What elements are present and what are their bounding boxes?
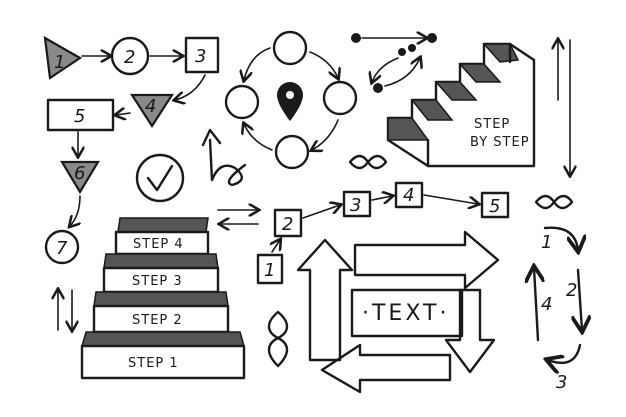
- dot-icon: [373, 83, 383, 93]
- checkmark-icon: [146, 164, 174, 192]
- arrow-icon: [578, 268, 582, 330]
- step-3-top: [103, 253, 219, 269]
- check-circle: [135, 153, 185, 203]
- circle-node-7: [44, 229, 80, 265]
- flow-node-4: [394, 181, 424, 209]
- flow-node-label-3: 3: [350, 195, 361, 216]
- arrow-icon: [175, 74, 206, 100]
- node-label-3: 3: [195, 46, 206, 67]
- triangle-node-1: [43, 35, 83, 80]
- flow-node-2: [273, 208, 303, 238]
- frame-arrow-top: [353, 230, 500, 290]
- node-label-2: 2: [124, 47, 135, 68]
- curved-arrow-icon: [543, 226, 578, 250]
- step-1: [80, 344, 246, 380]
- cycle-node-left: [224, 84, 260, 120]
- cycle-label-3: 3: [556, 372, 567, 393]
- cycle-circles: [224, 30, 358, 170]
- step-4-top: [117, 217, 209, 233]
- circle-node-2: [110, 36, 150, 76]
- cycle-right: 1 2 3 4: [534, 226, 582, 393]
- cycle-node-bottom: [274, 134, 310, 170]
- step-1-label: STEP 1: [128, 356, 179, 371]
- arrow-icon: [372, 57, 399, 82]
- node-label-4: 4: [145, 96, 156, 117]
- frame-arrow-right: [444, 288, 496, 374]
- arrow-icon: [309, 51, 338, 78]
- step-4-label: STEP 4: [133, 237, 184, 252]
- dot-icon: [427, 33, 437, 43]
- text-box: [350, 288, 464, 338]
- figure-eight-icon: [267, 310, 289, 368]
- flow-node-label-4: 4: [403, 185, 414, 206]
- stairs-3d: STEP BY STEP: [386, 42, 536, 168]
- curl-arrow-icon: [208, 138, 247, 187]
- node-label-7: 7: [56, 238, 68, 259]
- flow-node-1: [256, 253, 284, 285]
- node-label-5: 5: [74, 106, 85, 127]
- arrow-icon: [272, 240, 280, 253]
- stairs-label-step: STEP: [474, 117, 510, 132]
- step-3-label: STEP 3: [132, 274, 183, 289]
- dot-arrows: [351, 33, 437, 93]
- flow-node-5: [480, 191, 510, 219]
- arrow-icon: [371, 196, 392, 200]
- flow-node-label-2: 2: [282, 214, 293, 235]
- flow-node-3: [342, 190, 372, 218]
- flow-node-label-5: 5: [489, 196, 500, 217]
- arrow-icon: [302, 205, 340, 219]
- flow-node-label-1: 1: [264, 260, 275, 281]
- text-box-label: ·TEXT·: [362, 301, 449, 326]
- dot-icon: [351, 33, 361, 43]
- cycle-label-1: 1: [541, 232, 552, 253]
- frame-arrow-left: [296, 238, 354, 362]
- step-1-top: [81, 331, 245, 347]
- arrow-icon: [384, 58, 420, 87]
- map-pin-hole: [286, 91, 294, 99]
- dot-icon: [408, 44, 416, 52]
- arrow-frame: ·TEXT·: [296, 230, 500, 394]
- arrowhead-icon: [201, 128, 222, 147]
- arrow-icon: [534, 268, 538, 342]
- cycle-label-2: 2: [566, 280, 577, 301]
- frame-arrow-bottom: [320, 343, 452, 394]
- node-label-6: 6: [74, 163, 85, 184]
- step-pyramid: STEP 4 STEP 3 STEP 2 STEP 1: [80, 217, 246, 380]
- arrow-icon: [244, 47, 271, 80]
- triangle-node-4: [129, 93, 175, 129]
- cycle-node-right: [322, 80, 358, 116]
- node-label-1: 1: [54, 52, 65, 73]
- arrow-icon: [70, 195, 80, 226]
- cycle-label-4: 4: [541, 294, 552, 315]
- arrow-icon: [244, 124, 273, 151]
- stairs-label-by-step: BY STEP: [470, 135, 530, 150]
- flow-right: 1 2 3 4 5: [218, 181, 510, 285]
- arrow-icon: [116, 113, 131, 115]
- cycle-node-top: [272, 30, 308, 66]
- rect-node-5: [46, 98, 115, 132]
- arrow-icon: [312, 119, 339, 150]
- stairs-edges: [426, 42, 512, 168]
- map-pin-icon: [277, 82, 303, 121]
- step-2-label: STEP 2: [132, 313, 183, 328]
- flow-left: 1 2 3 4 5 6 7: [43, 35, 220, 330]
- step-2-top: [93, 291, 229, 307]
- dot-icon: [398, 48, 406, 56]
- infinity-icon: [534, 194, 574, 210]
- triangle-node-6: [60, 160, 100, 195]
- arrow-icon: [423, 194, 478, 204]
- infinity-icon: [348, 154, 388, 170]
- curved-arrow-icon: [548, 343, 582, 363]
- square-node-3: [184, 36, 220, 74]
